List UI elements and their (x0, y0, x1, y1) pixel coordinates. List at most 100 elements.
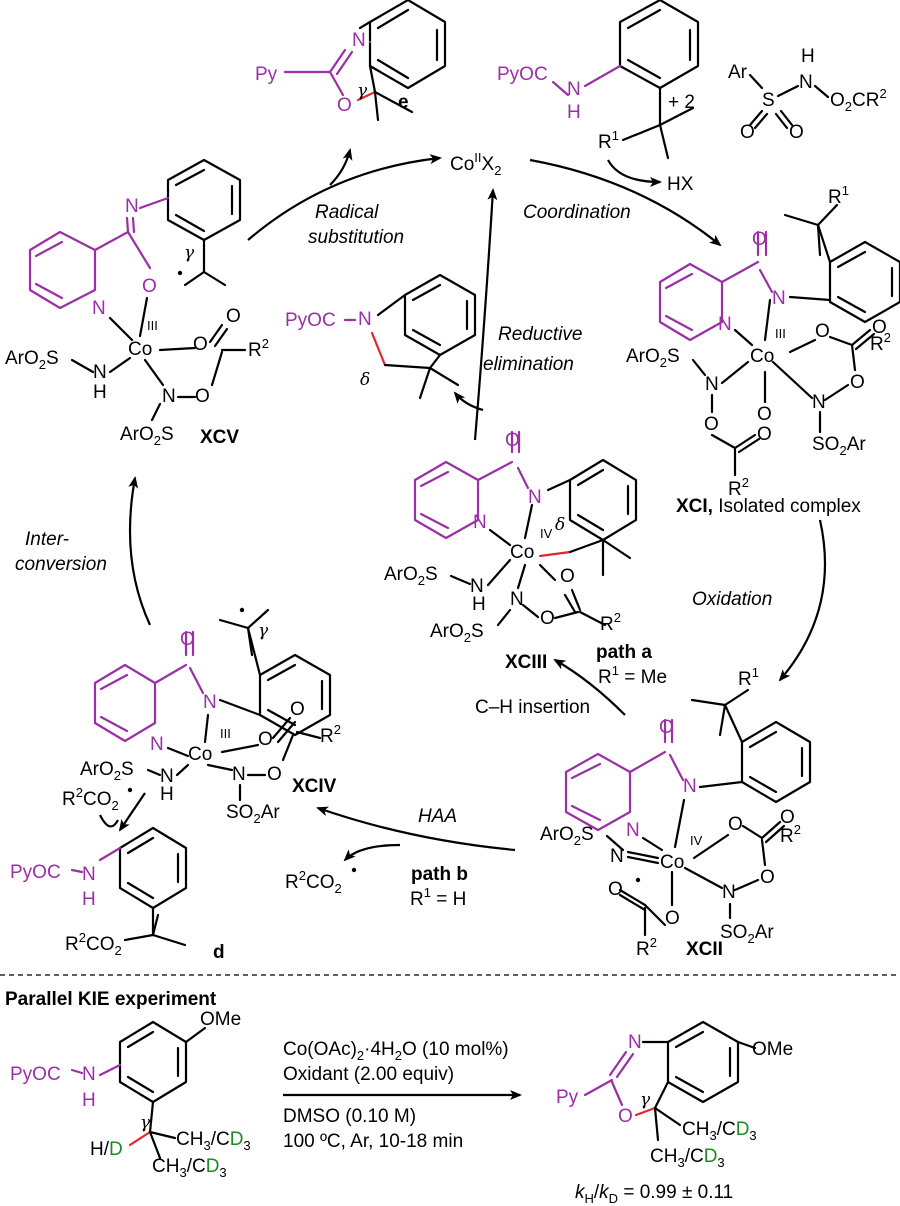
svg-text:CH3/CD3: CH3/CD3 (152, 1156, 227, 1180)
svg-text:N: N (92, 298, 106, 319)
svg-text:Oxidant (2.00 equiv): Oxidant (2.00 equiv) (283, 1064, 454, 1085)
reagent-multiplier: + 2 (668, 92, 695, 113)
svg-text:O: O (780, 807, 795, 828)
svg-text:CH3/CD3: CH3/CD3 (682, 1119, 757, 1143)
product-d: N H PyOC R2CO2 d (10, 826, 225, 963)
catalyst-co-ii-x2: CoIIX2 (450, 150, 501, 178)
svg-text:N: N (470, 576, 484, 597)
svg-text:N: N (718, 314, 732, 335)
svg-text:γ: γ (357, 81, 368, 101)
svg-text:HX: HX (667, 174, 694, 195)
svg-text:ArO2S: ArO2S (626, 346, 680, 370)
svg-text:N: N (82, 1064, 96, 1085)
reductive-elimination-arrow: Reductive elimination (453, 188, 583, 441)
svg-text:d: d (213, 942, 225, 963)
svg-text:N: N (232, 764, 246, 785)
kie-value: kH/kD = 0.99 ± 0.11 (575, 1182, 733, 1206)
svg-text:Co: Co (660, 852, 684, 873)
svg-text:H: H (567, 102, 581, 123)
svg-text:H: H (472, 594, 486, 615)
svg-text:conversion: conversion (15, 554, 107, 575)
svg-text:O: O (540, 608, 555, 629)
svg-text:N: N (799, 72, 813, 93)
svg-text:O: O (872, 317, 887, 338)
svg-text:N: N (626, 820, 640, 841)
svg-text:OMe: OMe (752, 1039, 793, 1060)
svg-text:100 ºC, Ar, 10-18 min: 100 ºC, Ar, 10-18 min (283, 1131, 463, 1152)
svg-text:N: N (358, 309, 372, 330)
svg-text:γ: γ (184, 243, 195, 263)
svg-text:III: III (775, 326, 786, 341)
svg-text:O: O (560, 566, 575, 587)
svg-text:e: e (398, 92, 409, 113)
svg-text:CoIIX2: CoIIX2 (450, 150, 501, 178)
svg-text:R1: R1 (738, 665, 759, 690)
svg-text:SO2Ar: SO2Ar (226, 802, 280, 826)
svg-text:R1 = H: R1 = H (410, 885, 466, 910)
svg-text:SO2Ar: SO2Ar (720, 922, 774, 946)
svg-text:N: N (203, 692, 217, 713)
svg-text:XCIV: XCIV (292, 776, 337, 797)
svg-text:O: O (850, 372, 865, 393)
svg-text:elimination: elimination (483, 354, 574, 375)
kie-title: Parallel KIE experiment (5, 989, 217, 1010)
svg-text:Oxidation: Oxidation (692, 589, 772, 610)
kie-section: Parallel KIE experiment OMe N H PyOC γ H… (5, 989, 793, 1206)
svg-text:R2CO2: R2CO2 (62, 785, 119, 813)
svg-text:O: O (665, 908, 680, 929)
svg-text:O: O (505, 430, 520, 451)
svg-text:N: N (722, 882, 736, 903)
svg-text:H: H (93, 382, 107, 403)
svg-text:H: H (82, 1090, 96, 1111)
svg-text:O: O (267, 764, 282, 785)
svg-text:O: O (193, 334, 208, 355)
svg-text:N: N (528, 487, 542, 508)
svg-text:O: O (195, 386, 210, 407)
svg-text:path b: path b (411, 864, 468, 885)
svg-text:ArO2S: ArO2S (384, 564, 438, 588)
svg-text:Coordination: Coordination (523, 202, 631, 223)
svg-text:N: N (812, 392, 826, 413)
svg-text:R2: R2 (780, 822, 801, 847)
oxidation-arrow: Oxidation (692, 519, 826, 682)
ch-insertion-arrow: C–H insertion (475, 659, 626, 718)
svg-text:N: N (82, 864, 96, 885)
svg-text:XCV: XCV (200, 427, 239, 448)
svg-text:Reductive: Reductive (498, 324, 583, 345)
svg-text:O: O (752, 229, 767, 250)
complex-xcv: N O N γ Co III O O R2 O N ArO2S ArO2S (5, 158, 269, 448)
svg-text:C–H insertion: C–H insertion (475, 697, 590, 718)
svg-text:path a: path a (596, 642, 652, 663)
svg-text:O: O (728, 814, 743, 835)
indoline-product: N PyOC δ (285, 273, 477, 400)
svg-text:δ: δ (555, 515, 565, 535)
svg-text:substitution: substitution (308, 227, 404, 248)
svg-text:N: N (610, 846, 624, 867)
svg-text:ArO2S: ArO2S (120, 424, 174, 448)
svg-text:Py: Py (556, 1087, 579, 1108)
svg-text:III: III (147, 318, 158, 333)
svg-text:Ar: Ar (728, 62, 748, 83)
svg-text:R2: R2 (636, 935, 657, 960)
svg-text:O: O (226, 306, 241, 327)
svg-text:XCI, Isolated complex: XCI, Isolated complex (676, 496, 861, 517)
svg-text:IV: IV (540, 526, 553, 541)
svg-text:O: O (789, 122, 804, 143)
svg-text:N: N (150, 734, 164, 755)
svg-text:R2CO2: R2CO2 (285, 868, 342, 896)
svg-text:O: O (618, 1106, 633, 1127)
haa-arrow: HAA path b R1 = H R2CO2 (285, 806, 516, 910)
svg-text:N: N (352, 30, 366, 51)
svg-text:R2: R2 (870, 330, 891, 355)
svg-text:R1 = Me: R1 = Me (598, 663, 667, 688)
svg-text:ArO2S: ArO2S (540, 824, 594, 848)
svg-text:N: N (567, 79, 581, 100)
svg-text:R1: R1 (598, 128, 619, 153)
svg-text:R2: R2 (600, 610, 621, 635)
svg-text:R2: R2 (728, 475, 749, 500)
complex-xci: R1 N O N Co III O O R2 O N SO2Ar O ArO2S… (626, 183, 900, 517)
svg-text:R2: R2 (320, 722, 341, 747)
d-formation-arrow: R2CO2 (62, 785, 146, 832)
svg-text:O: O (290, 699, 305, 720)
